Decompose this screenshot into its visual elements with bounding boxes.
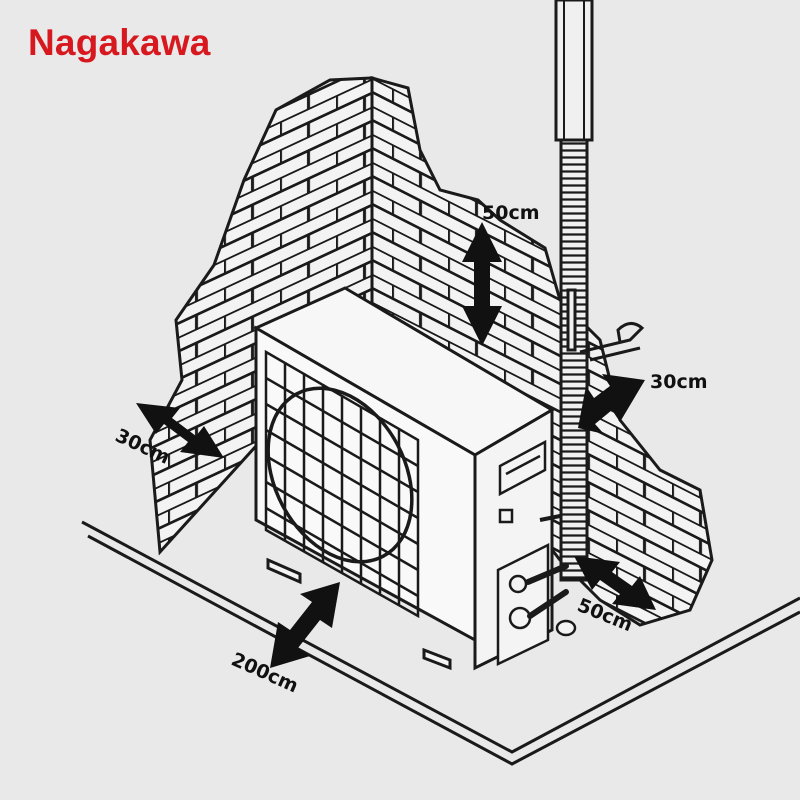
fan-grille <box>264 349 420 619</box>
top-clearance-arrow <box>462 222 502 346</box>
unit-foot <box>266 557 302 585</box>
drain-outlet <box>555 619 577 637</box>
front-clearance-arrow <box>270 582 340 668</box>
top-clearance-label: 50cm <box>482 202 540 224</box>
clearance-arrows <box>136 222 656 668</box>
drain-pipe <box>554 0 645 582</box>
left-wall-clearance-arrow <box>136 403 224 458</box>
right-wall-clearance-label: 30cm <box>650 371 708 393</box>
right-wall-clearance-arrow <box>578 374 645 434</box>
brand-logo: Nagakawa <box>28 22 211 63</box>
side-pipe-clearance-arrow <box>574 556 656 610</box>
service-panel <box>496 439 569 666</box>
outdoor-unit <box>252 286 577 671</box>
floor-outline <box>81 520 800 766</box>
unit-foot <box>422 647 452 671</box>
